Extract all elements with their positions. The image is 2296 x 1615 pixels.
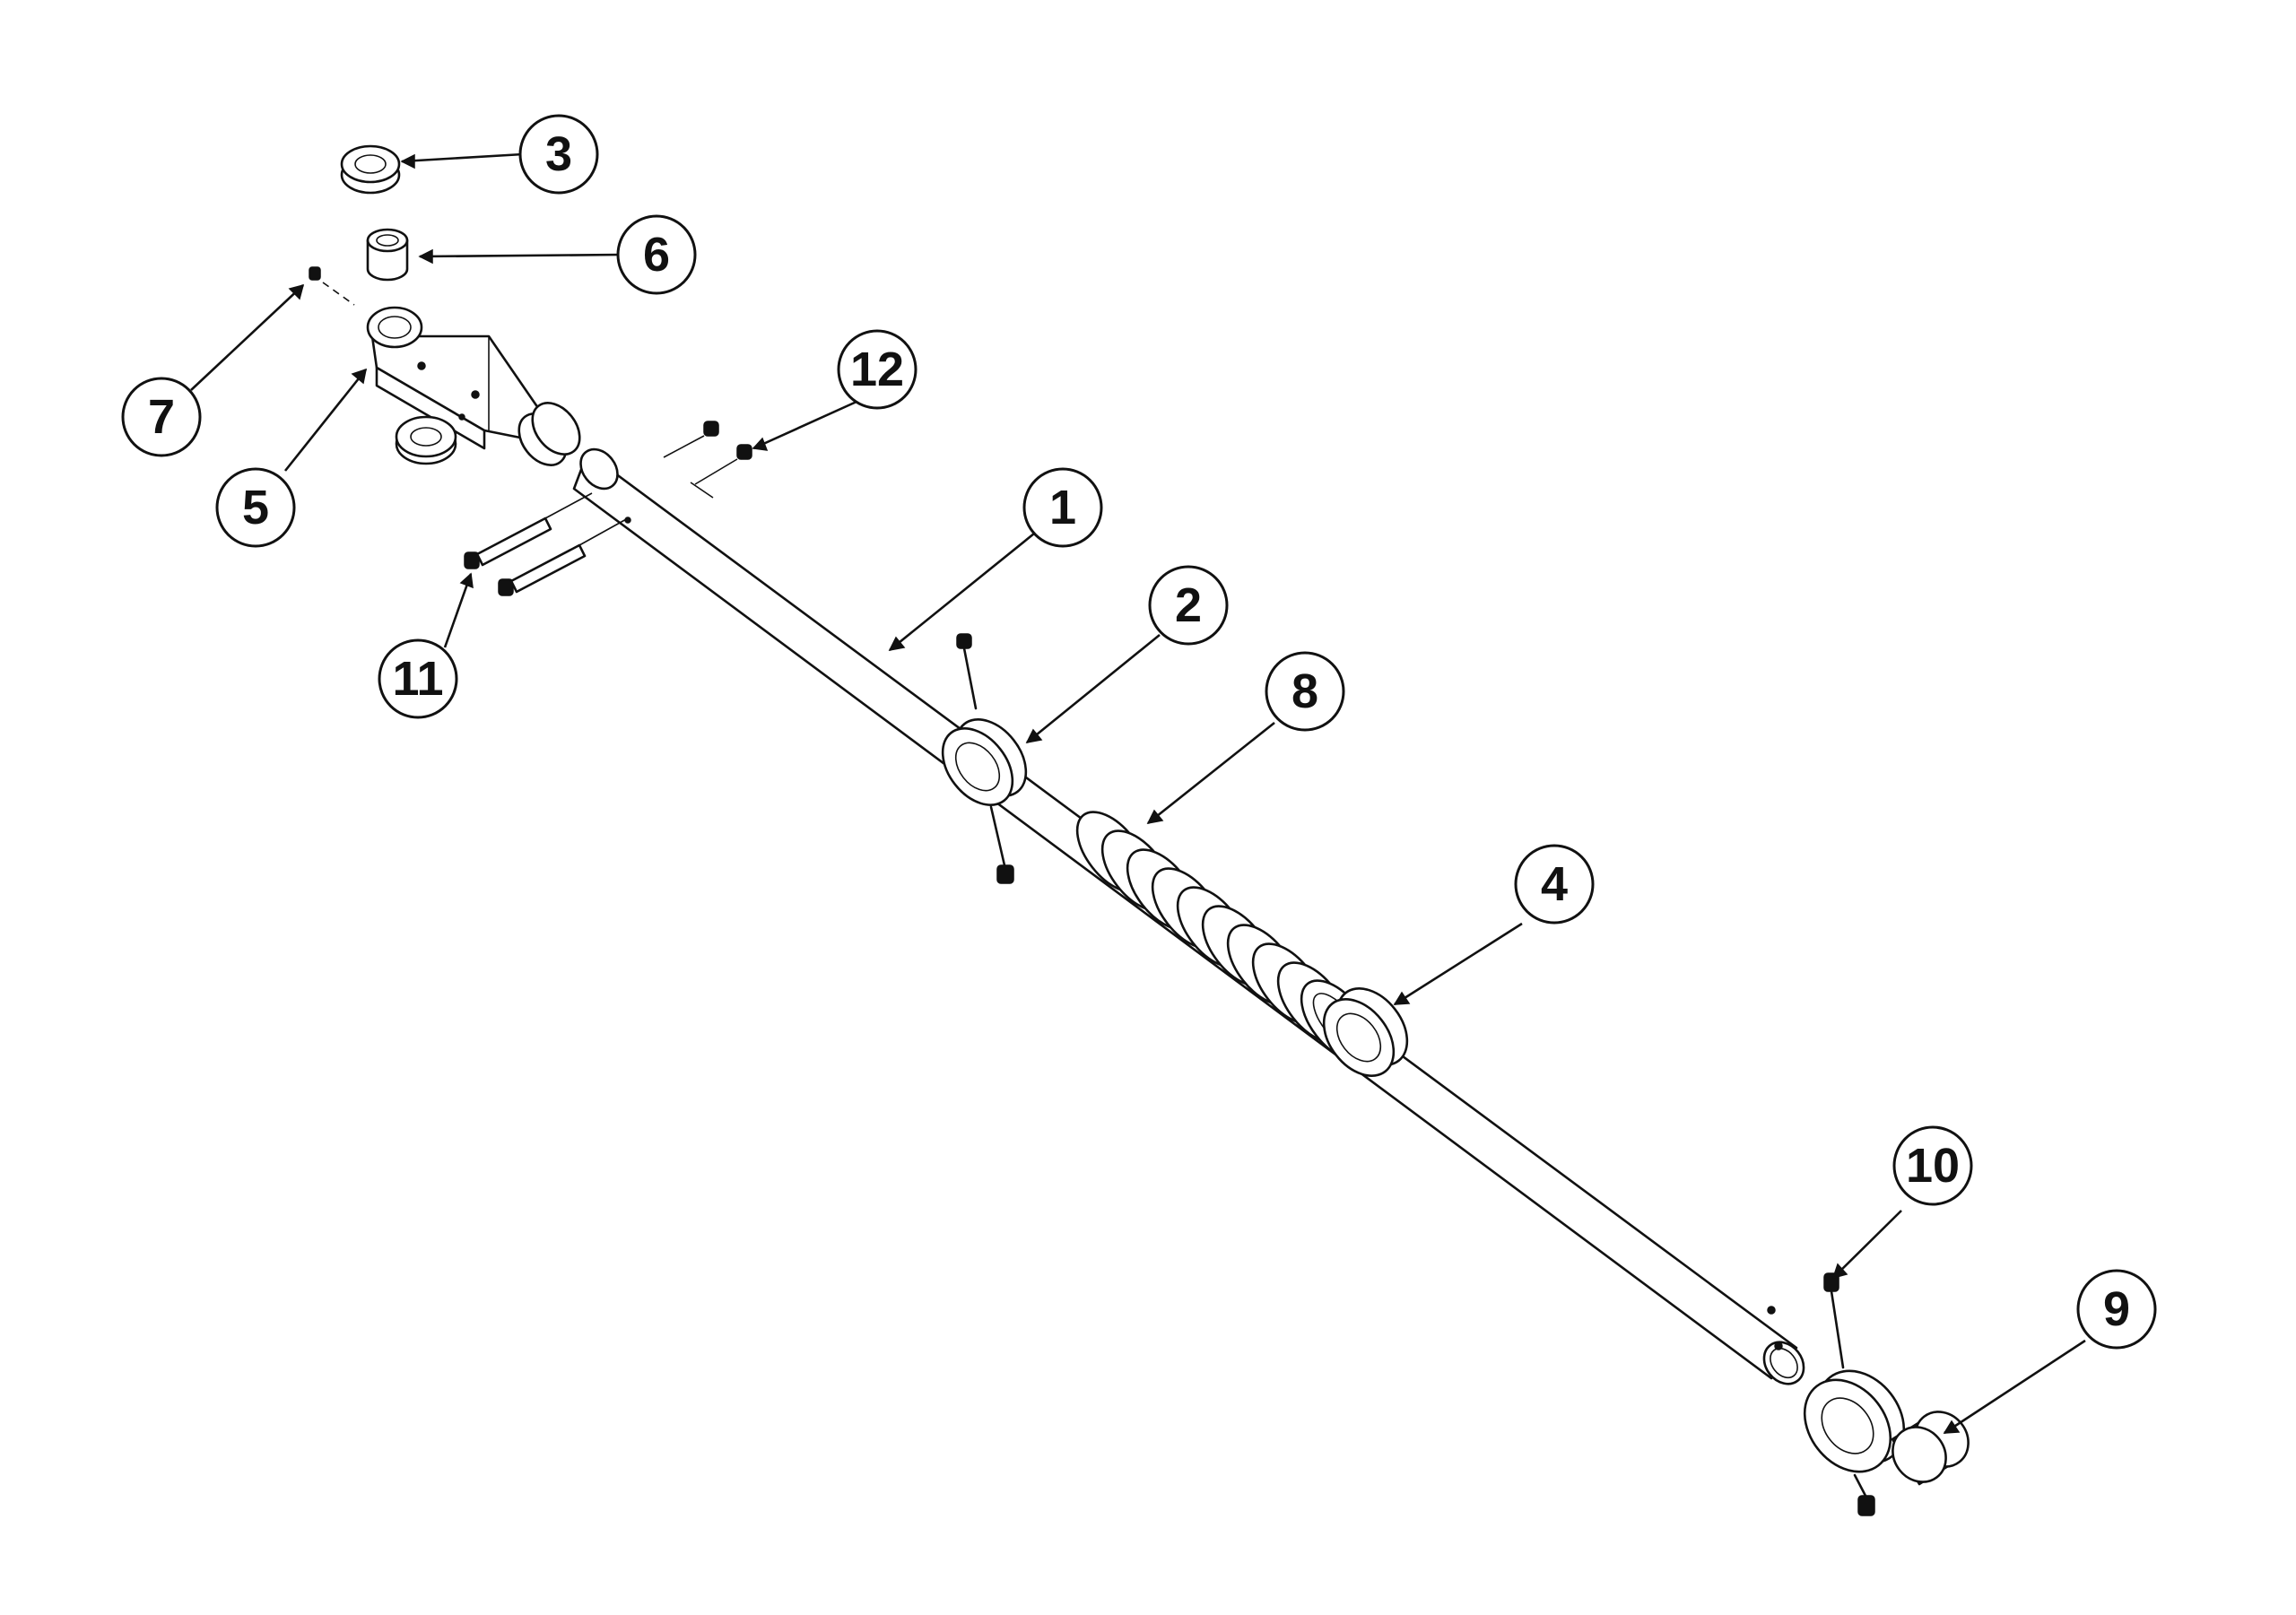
bushing-bottom — [395, 415, 457, 465]
callout-bubble-6: 6 — [616, 214, 697, 295]
svg-text:9: 9 — [2103, 1282, 2130, 1336]
end-flange — [1803, 1369, 1906, 1473]
svg-text:3: 3 — [545, 127, 572, 181]
bushing-top — [340, 144, 401, 195]
set-screws-collar-upper — [956, 633, 1014, 884]
callout-bubble-4: 4 — [1514, 844, 1595, 925]
set-screws-end-flange — [1823, 1272, 1875, 1516]
spacer-sleeve — [366, 228, 409, 282]
callout-bubble-9: 9 — [2076, 1269, 2157, 1350]
long-bolts — [464, 492, 629, 596]
collar-lower — [1322, 987, 1409, 1077]
plug-bracket-tube — [517, 402, 581, 466]
small-screw — [309, 266, 355, 306]
compression-spring — [1075, 811, 1373, 1062]
svg-text:6: 6 — [643, 228, 670, 282]
svg-text:11: 11 — [392, 652, 443, 706]
callout-bubble-2: 2 — [1148, 565, 1229, 646]
collar-upper — [941, 718, 1028, 806]
svg-text:10: 10 — [1906, 1139, 1960, 1193]
svg-text:1: 1 — [1049, 481, 1076, 534]
callout-bubble-10: 10 — [1892, 1125, 1973, 1206]
callout-bubble-11: 11 — [378, 638, 458, 719]
callout-bubble-3: 3 — [518, 114, 599, 195]
nuts — [663, 421, 752, 485]
svg-text:2: 2 — [1175, 578, 1202, 632]
callout-bubble-1: 1 — [1022, 467, 1103, 548]
callout-bubble-5: 5 — [215, 467, 296, 548]
svg-text:12: 12 — [850, 343, 904, 396]
callout-bubble-7: 7 — [121, 377, 202, 457]
svg-text:8: 8 — [1292, 664, 1318, 718]
svg-text:7: 7 — [148, 390, 175, 444]
callout-bubble-8: 8 — [1265, 651, 1345, 732]
svg-text:5: 5 — [242, 481, 269, 534]
leader-lines — [190, 152, 2086, 1435]
callout-bubble-12: 12 — [837, 329, 918, 410]
svg-text:4: 4 — [1541, 857, 1568, 911]
